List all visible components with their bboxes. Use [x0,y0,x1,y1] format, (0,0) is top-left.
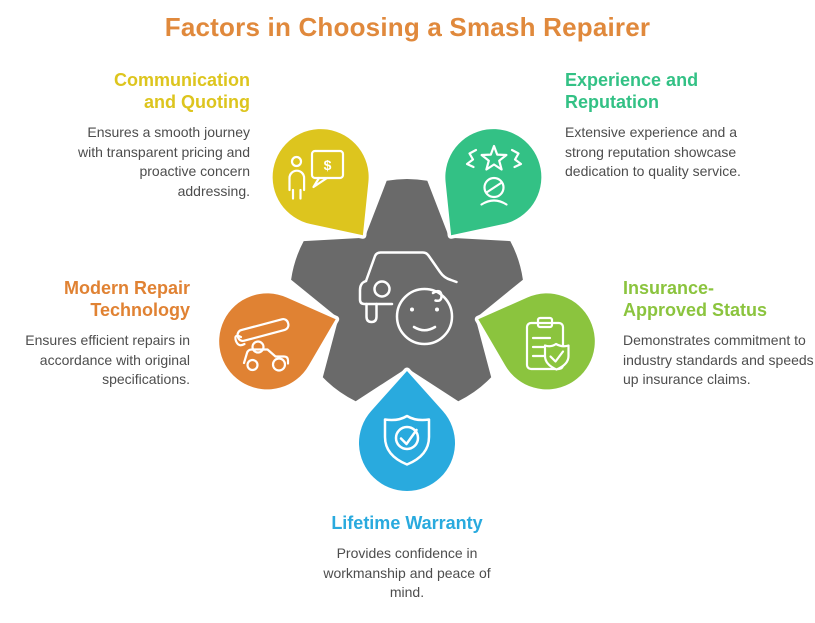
page-title: Factors in Choosing a Smash Repairer [164,12,651,42]
star-rating-person-icon [465,144,523,206]
factor-title: Communication and Quoting [113,70,250,112]
factor-title: Insurance-Approved Status [623,278,768,320]
checklist-shield-icon [525,316,570,371]
factor-title: Modern Repair Technology [63,278,190,320]
person-price-quote-bubble-icon: $ [288,149,345,200]
petal-experience [441,125,545,239]
factor-lifetime-warranty: Lifetime Warranty Provides confidence in… [307,513,507,603]
factor-description: Provides confidence in workmanship and p… [323,544,491,601]
factor-description: Demonstrates commitment to industry stan… [623,331,814,388]
warranty-shield-check-icon [383,414,431,466]
factor-description: Extensive experience and a strong reputa… [565,123,741,180]
center-hub-shape [291,179,523,402]
factor-communication-quoting: Communication and Quoting Ensures a smoo… [78,70,250,201]
factor-experience-reputation: Experience and Reputation Extensive expe… [565,70,745,182]
car-with-face-icon [358,251,458,346]
petal-insurance [474,289,599,393]
factor-title: Experience and Reputation [565,70,699,112]
car-repair-equipment-icon [234,317,290,372]
svg-text:$: $ [324,157,332,173]
factor-description: Ensures efficient repairs in accordance … [25,331,190,388]
factor-title: Lifetime Warranty [331,513,483,533]
factor-insurance-approved-status: Insurance-Approved Status Demonstrates c… [623,278,815,390]
factor-description: Ensures a smooth journey with transparen… [78,123,250,199]
petal-lifetime-warranty [355,367,459,495]
factor-modern-repair-technology: Modern Repair Technology Ensures efficie… [0,278,190,390]
